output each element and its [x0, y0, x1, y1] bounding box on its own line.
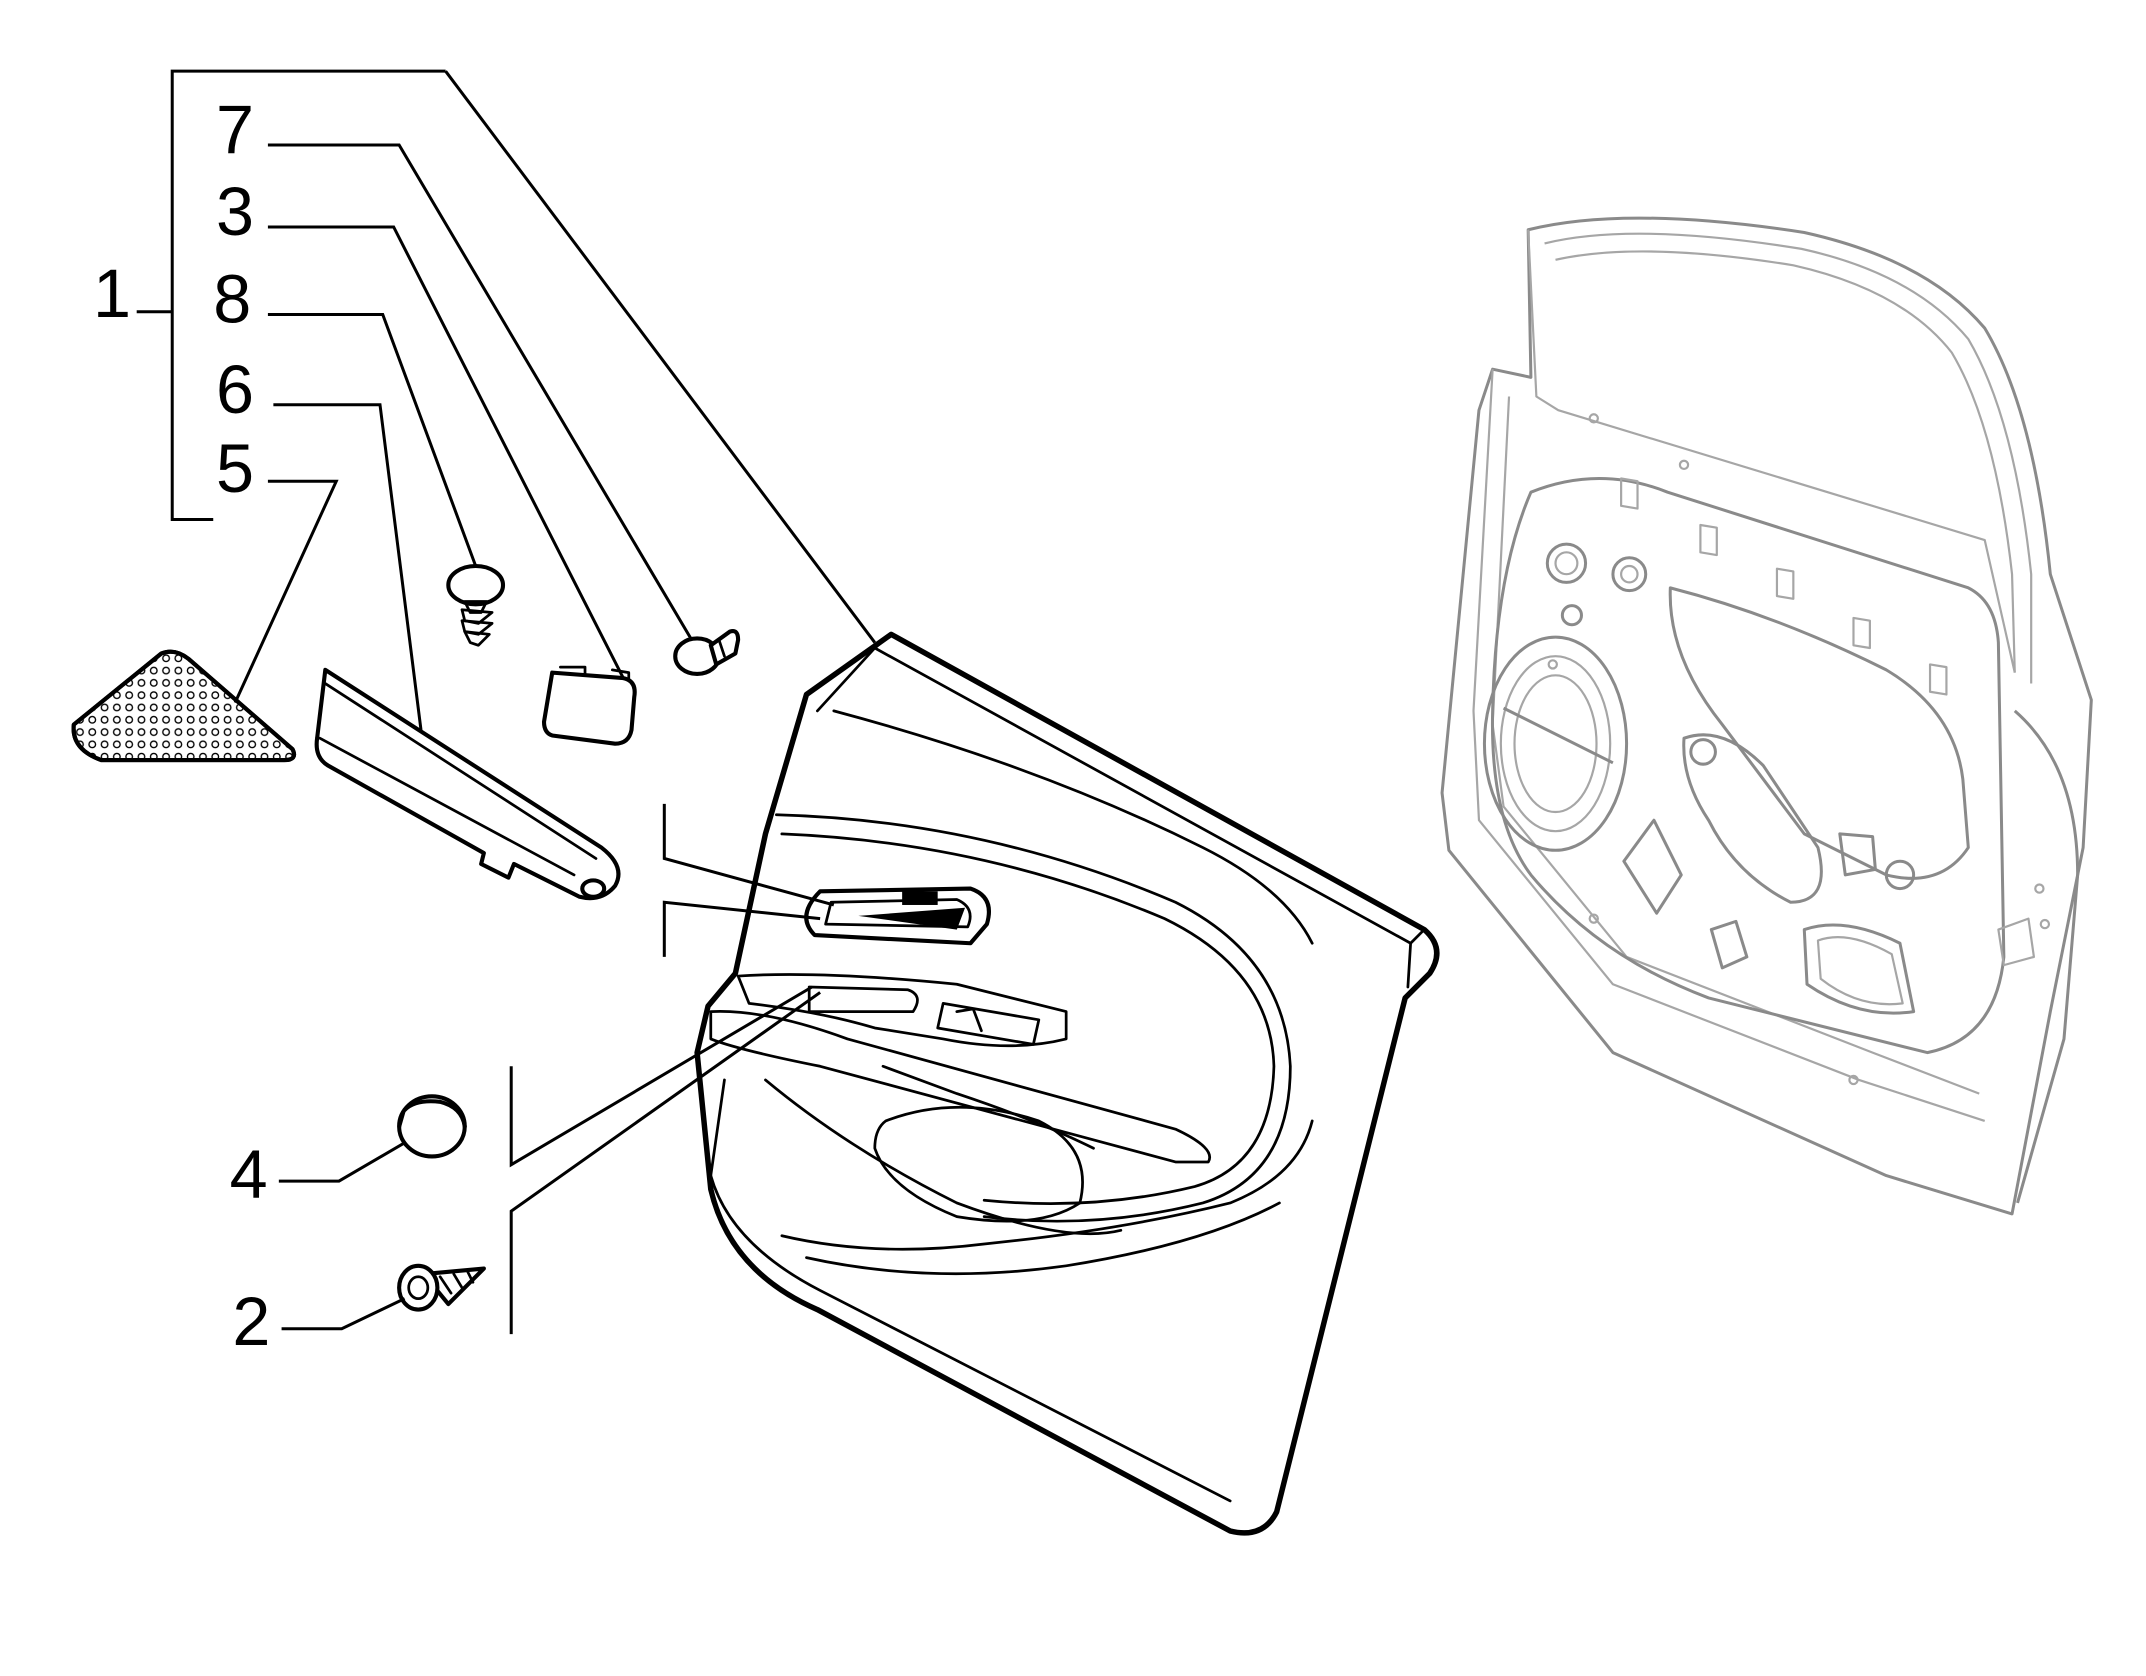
door-inner-frame: [1440, 216, 2093, 1216]
speaker-grille: [71, 649, 297, 763]
callout-6: 6: [216, 352, 254, 428]
round-cap-plug: [397, 1094, 467, 1159]
push-fastener: [673, 629, 741, 677]
door-trim-panel: [694, 631, 1440, 1536]
leader-lines: [136, 69, 877, 1335]
fir-tree-clip: [446, 563, 506, 647]
callout-8: 8: [213, 262, 251, 338]
callout-4: 4: [230, 1136, 268, 1212]
armrest-trim-strip: [314, 667, 621, 901]
callout-7: 7: [216, 92, 254, 168]
callout-5: 5: [216, 431, 254, 507]
callout-3: 3: [216, 174, 254, 250]
callout-2: 2: [232, 1284, 270, 1360]
callout-1: 1: [93, 256, 131, 332]
self-tapping-screw: [397, 1263, 486, 1312]
callout-labels: 1 2 3 4 5 6 7 8: [93, 92, 270, 1360]
clip-cover: [541, 665, 637, 746]
